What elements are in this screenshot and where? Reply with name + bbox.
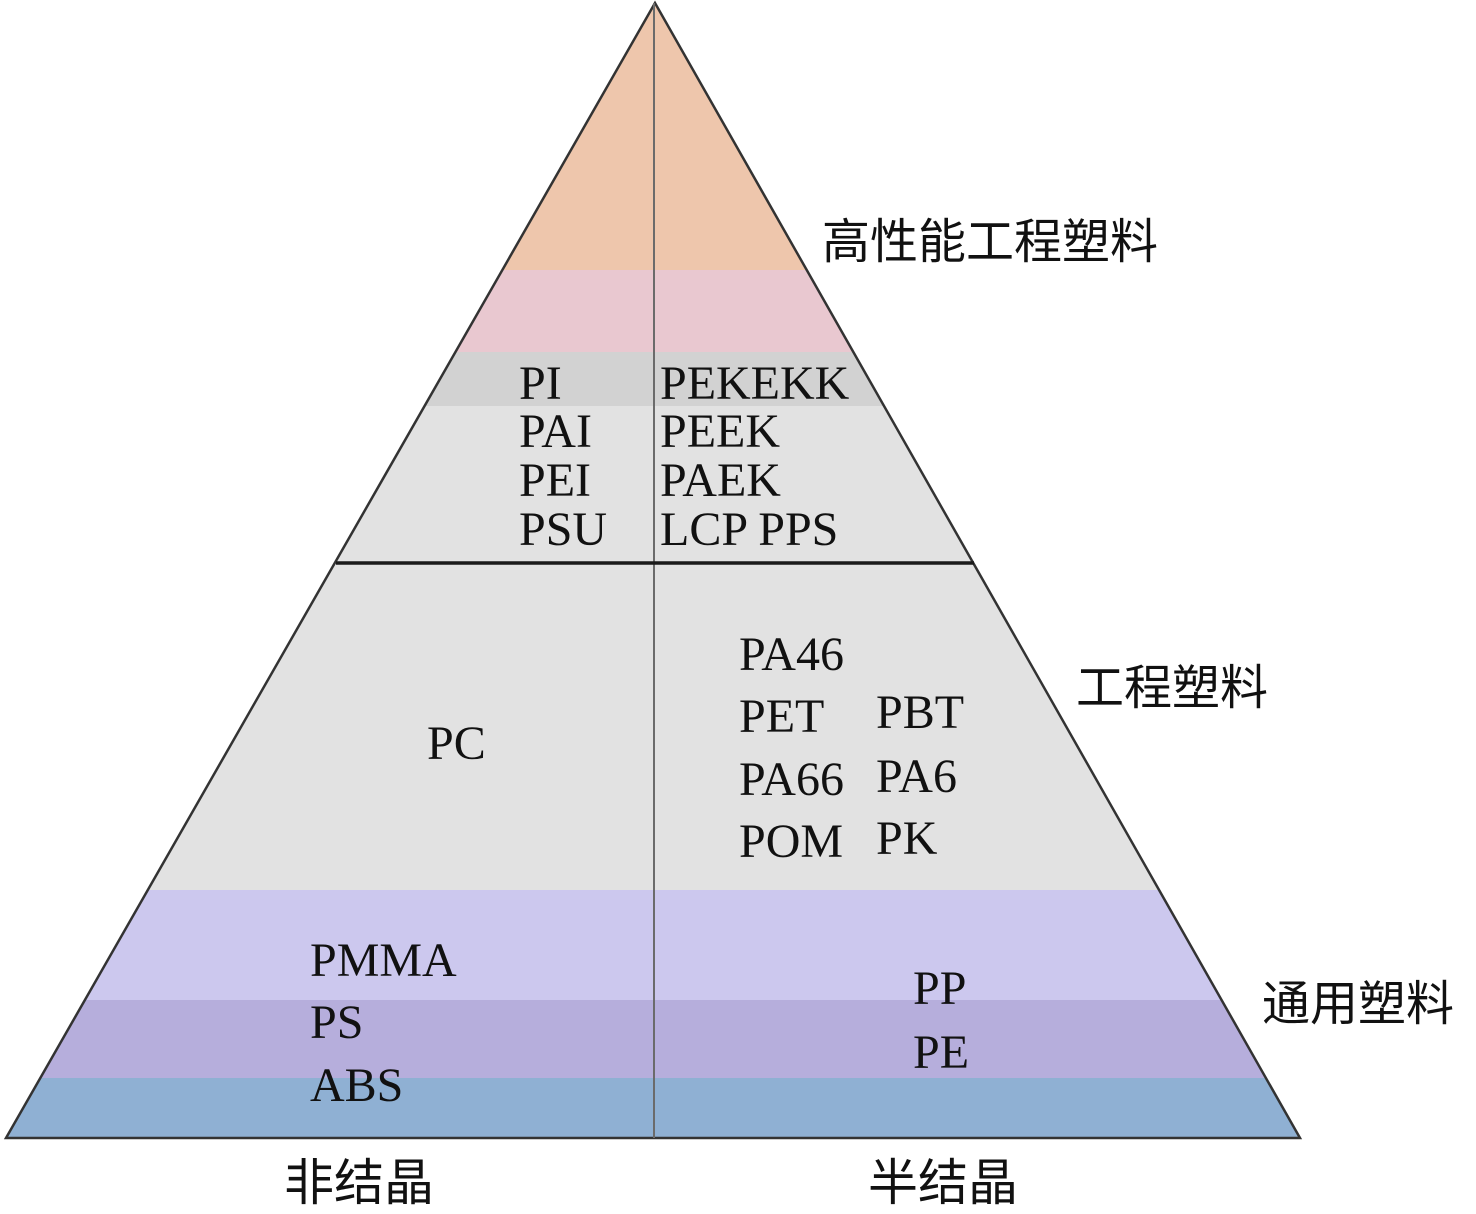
polymer-label: PMMA [310,934,457,987]
polymer-label: PA6 [876,750,957,803]
group-high-semicrystalline: PEKEKK PEEK PAEK LCP PPS [660,357,850,556]
tier-label-general: 通用塑料 [1262,976,1454,1032]
band-lavender-light [6,890,1300,1002]
group-general-amorphous: PMMA PS ABS [310,934,457,1112]
band-lavender-mid [6,1000,1300,1080]
polymer-label: PET [739,690,824,743]
polymer-label: PP [913,962,966,1015]
polymer-label: PA66 [739,753,844,806]
polymer-label: ABS [310,1059,403,1112]
group-eng-semicrystalline-col2: PBT PA6 PK [876,686,964,865]
pyramid-bands [6,3,1300,1138]
tier-label-high-performance: 高性能工程塑料 [822,214,1158,270]
polymer-label: PK [876,812,938,865]
band-pink [6,270,1300,354]
group-eng-amorphous: PC [427,717,486,770]
group-general-semicrystalline: PP PE [913,962,969,1079]
group-eng-semicrystalline-col1: PA46 PET PA66 POM [739,628,844,868]
polymer-label: PAEK [660,454,781,507]
axis-label-semicrystalline: 半结晶 [868,1154,1018,1212]
polymer-label: PI [519,357,562,410]
tier-label-engineering: 工程塑料 [1076,660,1268,716]
polymer-label: PA46 [739,628,844,681]
polymer-label: PEKEKK [660,357,850,410]
polymer-label: PC [427,717,486,770]
polymer-label: PS [310,996,363,1049]
polymer-label: PSU [519,503,607,556]
axis-label-amorphous: 非结晶 [284,1154,434,1212]
group-high-amorphous: PI PAI PEI PSU [519,357,607,556]
polymer-label: POM [739,815,843,868]
band-blue-base [6,1078,1300,1138]
polymer-label: PAI [519,405,592,458]
polymer-label: LCP PPS [660,503,838,556]
polymer-label: PE [913,1026,969,1079]
polymer-label: PBT [876,686,964,739]
polymer-label: PEI [519,454,591,507]
band-apex [6,3,1300,272]
polymer-label: PEEK [660,405,780,458]
